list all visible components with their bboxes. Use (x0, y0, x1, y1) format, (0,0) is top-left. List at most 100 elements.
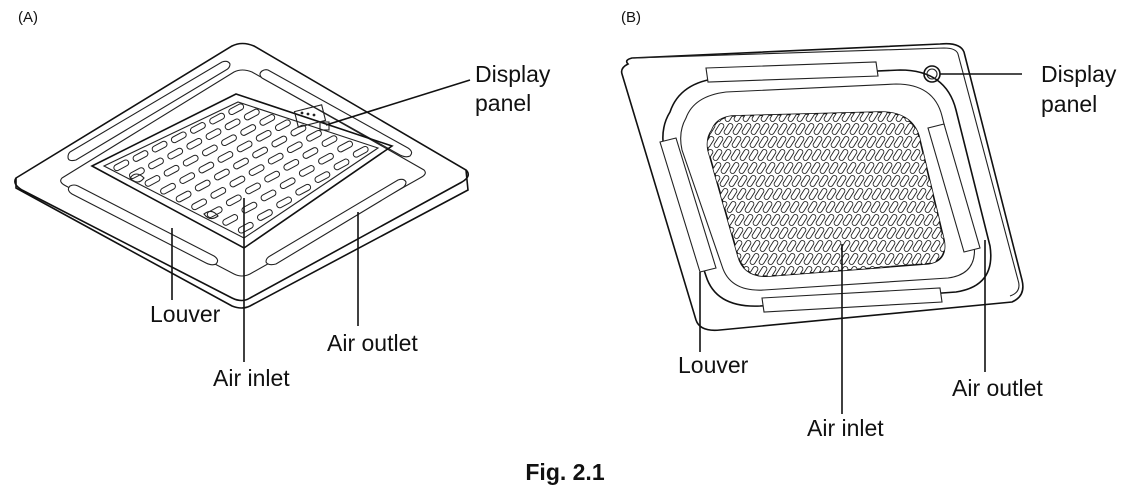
grille-b-slot (973, 266, 984, 279)
grille-b-slot (624, 123, 635, 136)
grille-b-slot (636, 201, 647, 214)
grille-b-slot (1073, 253, 1084, 266)
grille-b-slot (948, 240, 959, 253)
cassette-a-drawing (14, 42, 470, 309)
grille-b-slot (1042, 188, 1053, 201)
grille-b-slot (848, 136, 859, 148)
grille-b-slot (785, 136, 796, 148)
grille-b-slot (1029, 240, 1040, 253)
grille-b-slot (777, 240, 788, 252)
grille-b-slot (1035, 279, 1046, 292)
grille-b-slot (621, 162, 632, 175)
grille-b-slot (973, 149, 984, 162)
grille-b-slot (779, 214, 790, 226)
grille-b-slot (820, 149, 831, 161)
grille-b-slot (1028, 253, 1039, 266)
grille-b-slot (732, 123, 743, 135)
grille-b-slot (664, 188, 675, 201)
grille-b-slot (778, 112, 789, 122)
grille-b-slot (638, 175, 649, 188)
grille-b-slot (1055, 253, 1066, 266)
grille-b-slot (998, 175, 1009, 188)
grille-b-slot (619, 188, 630, 201)
grille-a-slot (243, 108, 260, 121)
grille-b-slot (768, 240, 779, 252)
cassette-a-grille-inner (102, 101, 380, 239)
grille-b-slot (740, 136, 751, 148)
grille-b-slot (697, 110, 708, 123)
grille-b-slot (747, 162, 758, 174)
grille-b-slot (852, 201, 863, 213)
grille-b-slot (670, 110, 681, 123)
grille-b-slot (981, 162, 992, 175)
grille-b-slot (733, 227, 744, 239)
grille-a-slot (217, 151, 234, 163)
grille-b-slot (823, 227, 834, 239)
grille-b-slot (740, 253, 751, 265)
grille-b-slot (912, 240, 923, 252)
grille-b-slot (948, 123, 959, 136)
grille-b-slot (851, 214, 862, 226)
cassette-b-outlet-left (659, 137, 717, 273)
grille-b-slot (885, 240, 896, 252)
grille-b-slot (914, 214, 925, 226)
grille-b-slot (784, 266, 795, 277)
grille-b-slot (597, 123, 608, 136)
grille-b-slot (1021, 227, 1032, 240)
grille-b-slot (765, 162, 776, 174)
grille-b-slot (1019, 253, 1030, 266)
grille-b-slot (1010, 136, 1021, 149)
grille-b-slot (754, 188, 765, 200)
grille-b-slot (1016, 175, 1027, 188)
grille-b-slot (1000, 266, 1011, 279)
grille-b-slot (772, 188, 783, 200)
grille-b-slot (834, 201, 845, 213)
grille-a-slot (201, 144, 218, 157)
grille-a-slot (245, 182, 261, 195)
grille-b-slot (877, 227, 888, 239)
grille-b-slot (810, 279, 821, 292)
grille-b-slot (892, 149, 903, 161)
grille-b-slot (741, 123, 752, 135)
grille-b-slot (909, 162, 920, 174)
grille-b-slot (1053, 279, 1064, 292)
grille-b-slot (803, 253, 814, 265)
grille-b-slot (730, 149, 741, 161)
grille-b-slot (631, 149, 642, 162)
grille-a-slot (279, 177, 296, 190)
grille-b-slot (758, 136, 769, 148)
grille-b-slot (620, 175, 631, 188)
cassette-a-louver-top-right (259, 69, 413, 158)
grille-b-slot (832, 227, 843, 239)
grille-b-slot (707, 112, 717, 122)
grille-b-slot (1065, 240, 1076, 253)
grille-b-slot (770, 214, 781, 226)
grille-b-slot (813, 240, 824, 252)
grille-b-slot (660, 240, 671, 253)
grille-b-slot (651, 240, 662, 253)
grille-b-slot (893, 136, 904, 148)
grille-a-slot (132, 150, 149, 162)
grille-b-slot (1037, 253, 1048, 266)
grille-b-slot (980, 175, 991, 188)
grille-b-slot (866, 253, 877, 265)
grille-a-slot (198, 161, 215, 174)
grille-b-slot (969, 201, 980, 214)
grille-b-slot (707, 188, 711, 200)
grille-b-slot (722, 136, 733, 148)
grille-b-slot (1058, 214, 1069, 227)
grille-b-slot (1012, 227, 1023, 240)
panel-a-tag: (A) (18, 9, 38, 26)
grille-a-slot (256, 209, 273, 221)
grille-b-slot (777, 123, 788, 135)
grille-b-slot (899, 175, 910, 187)
grille-b-slot (856, 266, 867, 277)
grille-b-slot (1047, 240, 1058, 253)
grille-b-slot (750, 240, 761, 252)
grille-a-slot (276, 196, 293, 209)
grille-b-slot (643, 110, 654, 123)
grille-b-slot (738, 162, 749, 174)
grille-b-slot (707, 175, 712, 187)
cassette-a-display-led-2 (306, 112, 310, 116)
grille-b-slot (1089, 279, 1100, 292)
